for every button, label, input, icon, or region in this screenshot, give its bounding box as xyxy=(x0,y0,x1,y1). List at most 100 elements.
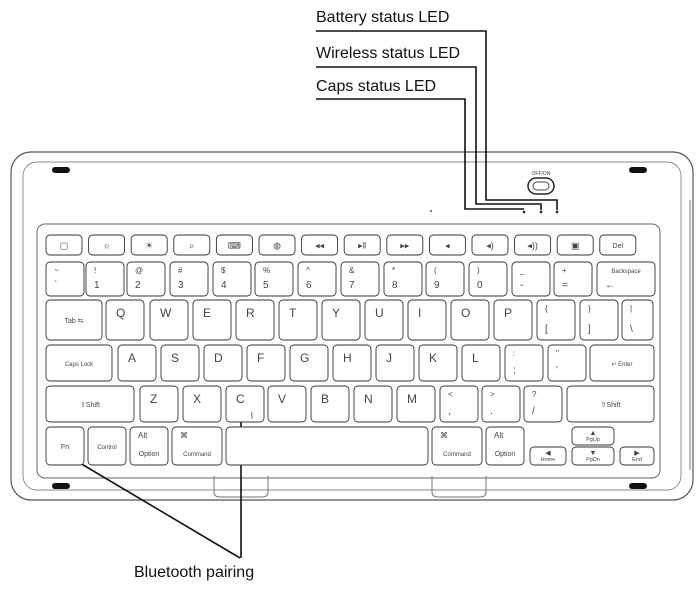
key-row3-5[interactable]: G xyxy=(289,344,329,382)
key-row2-3[interactable]: E xyxy=(192,299,232,341)
key-row2-5[interactable]: T xyxy=(278,299,318,341)
key-row1-3[interactable]: #3 xyxy=(169,261,209,297)
key-row4-11[interactable]: ⇧Shift xyxy=(566,385,655,423)
power-switch[interactable] xyxy=(527,177,555,195)
key-top-label: ▲ xyxy=(590,430,597,437)
key-row0-7[interactable]: ▸‖ xyxy=(343,234,381,256)
key-row3-12[interactable]: ↵ Enter xyxy=(589,344,655,382)
key-row0-12[interactable]: ▣ xyxy=(556,234,594,256)
key-label: ⇧Shift xyxy=(601,401,621,409)
key-row4-2[interactable]: X xyxy=(182,385,222,423)
key-label: U xyxy=(375,306,384,320)
key-row3-8[interactable]: K xyxy=(418,344,458,382)
key-row1-9[interactable]: (9 xyxy=(425,261,465,297)
key-row5-9[interactable]: ▼PgDn xyxy=(571,446,615,466)
key-row1-7[interactable]: &7 xyxy=(340,261,380,297)
key-row4-10[interactable]: ?/ xyxy=(523,385,563,423)
key-label: Y xyxy=(332,306,340,320)
key-label: = xyxy=(562,280,568,291)
key-row2-0[interactable]: Tab ⇆ xyxy=(45,299,103,341)
key-row4-6[interactable]: N xyxy=(353,385,393,423)
key-row4-9[interactable]: >. xyxy=(481,385,521,423)
key-row3-10[interactable]: :; xyxy=(504,344,544,382)
key-label: Home xyxy=(541,457,556,463)
key-row4-1[interactable]: Z xyxy=(139,385,179,423)
key-row0-5[interactable]: ◍ xyxy=(258,234,296,256)
key-row2-11[interactable]: {[ xyxy=(536,299,576,341)
key-label: F xyxy=(257,351,264,365)
key-row3-1[interactable]: A xyxy=(117,344,157,382)
key-row4-7[interactable]: M xyxy=(396,385,436,423)
key-row1-11[interactable]: _- xyxy=(511,261,551,297)
key-row0-9[interactable]: ◂ xyxy=(428,234,466,256)
key-row5-7[interactable]: ◀Home xyxy=(529,446,567,466)
key-row1-2[interactable]: @2 xyxy=(126,261,166,297)
key-label: W xyxy=(160,306,172,320)
key-row2-1[interactable]: Q xyxy=(105,299,145,341)
key-row2-2[interactable]: W xyxy=(149,299,189,341)
key-row0-13[interactable]: Del xyxy=(599,234,637,256)
key-row3-0[interactable]: Caps Lock xyxy=(45,344,113,382)
key-row5-0[interactable]: Fn xyxy=(45,426,85,466)
key-row2-7[interactable]: U xyxy=(364,299,404,341)
key-row0-0[interactable]: ▢ xyxy=(45,234,83,256)
key-top-label: } xyxy=(588,304,591,313)
key-label: 5 xyxy=(263,280,269,291)
key-label: 1 xyxy=(94,280,100,291)
key-row2-10[interactable]: P xyxy=(493,299,533,341)
key-row0-6[interactable]: ◂◂ xyxy=(301,234,339,256)
key-top-label: Backspace xyxy=(611,269,641,275)
key-row0-3[interactable]: ⌕ xyxy=(173,234,211,256)
key-row2-9[interactable]: O xyxy=(450,299,490,341)
key-row5-8[interactable]: ▲PgUp xyxy=(571,426,615,446)
key-row0-11[interactable]: ◂)) xyxy=(514,234,552,256)
key-row1-0[interactable]: ~` xyxy=(45,261,85,297)
key-row5-4[interactable] xyxy=(225,426,429,466)
key-row4-4[interactable]: V xyxy=(267,385,307,423)
key-row4-3[interactable]: C xyxy=(225,385,265,423)
key-row1-6[interactable]: ^6 xyxy=(297,261,337,297)
key-row1-4[interactable]: $4 xyxy=(212,261,252,297)
key-label: 9 xyxy=(434,280,440,291)
key-row3-4[interactable]: F xyxy=(246,344,286,382)
key-top-label: ? xyxy=(532,390,537,399)
key-row0-4[interactable]: ⌨ xyxy=(215,234,253,256)
key-row2-6[interactable]: Y xyxy=(321,299,361,341)
key-row0-2[interactable]: ☀ xyxy=(130,234,168,256)
key-row1-12[interactable]: += xyxy=(553,261,593,297)
key-label: Z xyxy=(150,392,157,406)
key-row3-9[interactable]: L xyxy=(461,344,501,382)
key-top-label: ! xyxy=(94,266,96,275)
misc-indicator-dot xyxy=(430,210,432,212)
key-row4-0[interactable]: ⇧Shift xyxy=(45,385,135,423)
key-row1-13[interactable]: Backspace← xyxy=(596,261,656,297)
key-row1-1[interactable]: !1 xyxy=(85,261,125,297)
key-row2-8[interactable]: I xyxy=(407,299,447,341)
key-label: J xyxy=(386,351,392,365)
key-row5-3[interactable]: ⌘Command xyxy=(171,426,223,466)
key-row0-10[interactable]: ◂) xyxy=(471,234,509,256)
key-row5-10[interactable]: ▶End xyxy=(619,446,655,466)
key-row4-5[interactable]: B xyxy=(310,385,350,423)
play-pause-icon: ▸‖ xyxy=(358,241,366,251)
key-row0-8[interactable]: ▸▸ xyxy=(386,234,424,256)
key-row5-5[interactable]: ⌘Command xyxy=(431,426,483,466)
key-row4-8[interactable]: <, xyxy=(439,385,479,423)
key-row2-13[interactable]: |\ xyxy=(621,299,654,341)
key-row2-4[interactable]: R xyxy=(235,299,275,341)
key-label: / xyxy=(532,406,535,417)
key-row2-12[interactable]: }] xyxy=(579,299,619,341)
key-row1-5[interactable]: %5 xyxy=(254,261,294,297)
key-row3-6[interactable]: H xyxy=(332,344,372,382)
key-row5-1[interactable]: Control xyxy=(87,426,127,466)
key-row3-3[interactable]: D xyxy=(203,344,243,382)
key-row1-8[interactable]: *8 xyxy=(383,261,423,297)
key-row1-10[interactable]: )0 xyxy=(468,261,508,297)
key-row3-2[interactable]: S xyxy=(160,344,200,382)
key-row3-7[interactable]: J xyxy=(375,344,415,382)
key-row3-11[interactable]: "' xyxy=(547,344,587,382)
key-row0-1[interactable]: ☼ xyxy=(88,234,126,256)
key-label: N xyxy=(364,392,373,406)
